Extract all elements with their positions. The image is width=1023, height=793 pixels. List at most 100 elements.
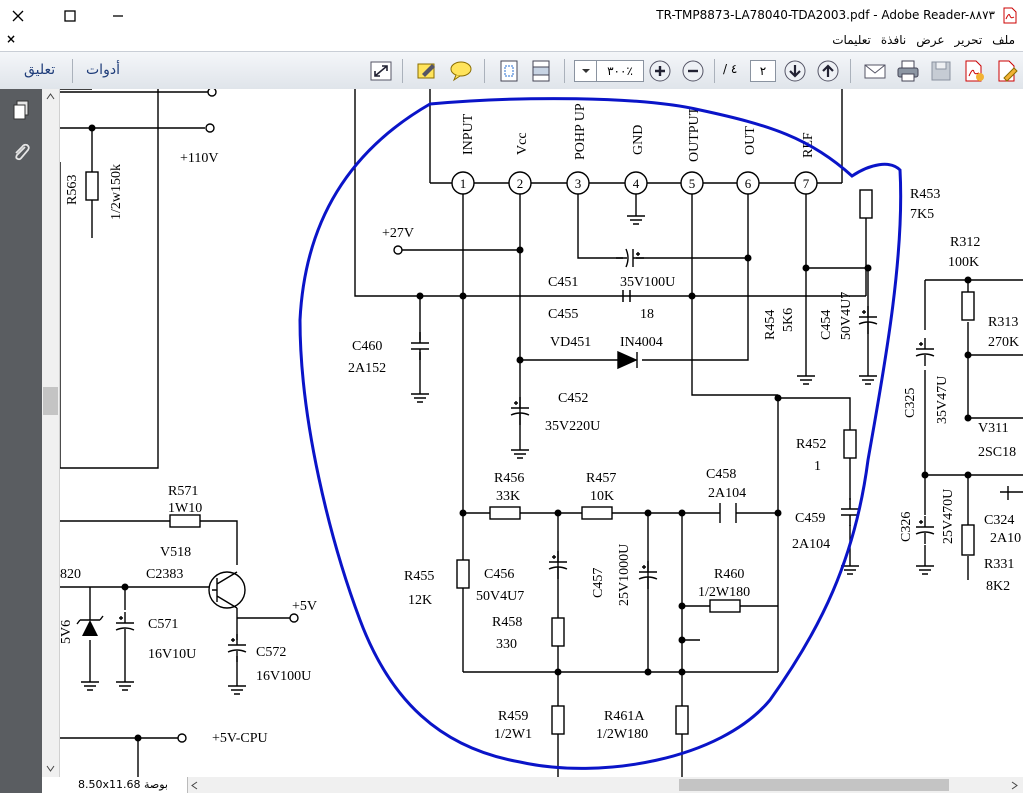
create-pdf-icon[interactable] xyxy=(961,58,987,84)
svg-text:R456: R456 xyxy=(494,471,524,486)
menu-help[interactable]: تعليمات xyxy=(832,33,871,47)
svg-text:INPUT: INPUT xyxy=(461,113,476,155)
fullscreen-icon[interactable] xyxy=(368,58,394,84)
svg-text:35V220U: 35V220U xyxy=(545,419,600,434)
svg-text:C2383: C2383 xyxy=(146,567,183,582)
svg-text:270K: 270K xyxy=(988,335,1019,350)
svg-text:5: 5 xyxy=(689,176,696,191)
svg-text:R452: R452 xyxy=(796,437,826,452)
svg-text:820: 820 xyxy=(60,567,81,582)
fit-width-icon[interactable] xyxy=(528,58,554,84)
svg-text:C451: C451 xyxy=(548,275,578,290)
svg-text:1/2w150k: 1/2w150k xyxy=(109,164,124,220)
svg-text:R571: R571 xyxy=(168,484,198,499)
svg-text:POHP UP: POHP UP xyxy=(573,103,588,160)
chevron-down-icon xyxy=(582,69,590,73)
sticky-note-icon[interactable] xyxy=(448,58,474,84)
scroll-up-icon[interactable] xyxy=(46,93,55,100)
maximize-window-icon[interactable] xyxy=(56,4,84,28)
svg-text:7K5: 7K5 xyxy=(910,207,934,222)
zoom-in-icon[interactable] xyxy=(647,58,673,84)
scroll-right-icon[interactable] xyxy=(1011,781,1018,790)
svg-text:R459: R459 xyxy=(498,709,528,724)
svg-text:2A104: 2A104 xyxy=(708,486,746,501)
horizontal-scrollbar[interactable] xyxy=(59,777,1023,793)
svg-text:C459: C459 xyxy=(795,511,825,526)
svg-text:35V100U: 35V100U xyxy=(620,275,675,290)
svg-text:R563: R563 xyxy=(65,175,80,205)
attachments-panel-icon[interactable] xyxy=(10,141,32,163)
svg-text:C452: C452 xyxy=(558,391,588,406)
svg-text:VD451: VD451 xyxy=(550,335,591,350)
menu-edit[interactable]: تحرير xyxy=(954,33,983,47)
print-icon[interactable] xyxy=(895,58,921,84)
menu-window[interactable]: نافذة xyxy=(880,33,907,47)
tools-button[interactable]: أدوات xyxy=(86,62,120,78)
previous-page-icon[interactable] xyxy=(815,58,841,84)
highlight-icon[interactable] xyxy=(414,58,440,84)
horizontal-scroll-thumb[interactable] xyxy=(679,779,949,791)
zener-diode xyxy=(82,620,98,636)
svg-text:R331: R331 xyxy=(984,557,1014,572)
vertical-scrollbar[interactable] xyxy=(42,89,60,777)
svg-text:R312: R312 xyxy=(950,235,980,250)
svg-text:18: 18 xyxy=(640,307,654,322)
svg-text:35V47U: 35V47U xyxy=(935,376,950,424)
minimize-window-icon[interactable] xyxy=(104,4,132,28)
svg-text:+5V-CPU: +5V-CPU xyxy=(212,731,268,746)
svg-text:R313: R313 xyxy=(988,315,1018,330)
component-labels: +110V R563 1/2w150k +27V C451 35V100U C4… xyxy=(60,151,1021,746)
menu-view[interactable]: عرض xyxy=(916,33,945,47)
svg-text:5K6: 5K6 xyxy=(781,308,796,332)
svg-text:Vcc: Vcc xyxy=(515,132,530,155)
svg-text:OUT: OUT xyxy=(743,126,758,155)
svg-text:R458: R458 xyxy=(492,615,522,630)
pdf-file-icon xyxy=(1003,7,1017,24)
svg-text:C454: C454 xyxy=(819,310,834,340)
email-icon[interactable] xyxy=(862,58,888,84)
svg-text:100K: 100K xyxy=(948,255,979,270)
zoom-dropdown[interactable] xyxy=(574,60,598,82)
svg-text:OUTPUT: OUTPUT xyxy=(687,106,702,162)
svg-text:R457: R457 xyxy=(586,471,616,486)
pages-panel-icon[interactable] xyxy=(10,99,32,121)
fit-page-icon[interactable] xyxy=(496,58,522,84)
svg-text:2: 2 xyxy=(517,176,524,191)
svg-text:7: 7 xyxy=(803,176,810,191)
page-number-input[interactable]: ٢ xyxy=(750,60,776,82)
svg-text:C456: C456 xyxy=(484,567,514,582)
svg-text:1/2W1: 1/2W1 xyxy=(494,727,532,742)
comment-button[interactable]: تعليق xyxy=(24,62,56,78)
zoom-input[interactable]: ٣٠٠٪ xyxy=(596,60,644,82)
svg-text:C571: C571 xyxy=(148,617,178,632)
zoom-out-icon[interactable] xyxy=(680,58,706,84)
svg-text:V311: V311 xyxy=(978,421,1009,436)
svg-text:2A104: 2A104 xyxy=(792,537,830,552)
close-window-icon[interactable] xyxy=(4,4,32,28)
svg-text:1: 1 xyxy=(814,459,821,474)
edit-pdf-icon[interactable] xyxy=(994,58,1020,84)
menu-close-button[interactable]: × xyxy=(6,32,17,46)
menu-file[interactable]: ملف xyxy=(992,33,1015,47)
toolbar: تعليق أدوات ٣٠٠٪ / ٤ ٢ xyxy=(0,51,1023,91)
svg-text:+27V: +27V xyxy=(382,226,414,241)
scroll-left-icon[interactable] xyxy=(191,781,198,790)
svg-text:50V4U7: 50V4U7 xyxy=(476,589,524,604)
ic-pin-2: 2 Vcc xyxy=(508,132,532,195)
title-bar: TR-TMP8873-LA78040-TDA2003.pdf - Adobe R… xyxy=(0,0,1023,32)
svg-text:C572: C572 xyxy=(256,645,286,660)
svg-text:IN4004: IN4004 xyxy=(620,335,663,350)
svg-text:R460: R460 xyxy=(714,567,744,582)
svg-text:+5V: +5V xyxy=(292,599,317,614)
svg-text:2A10: 2A10 xyxy=(990,531,1021,546)
svg-text:C455: C455 xyxy=(548,307,578,322)
svg-text:C460: C460 xyxy=(352,339,382,354)
save-icon[interactable] xyxy=(928,58,954,84)
next-page-icon[interactable] xyxy=(782,58,808,84)
scroll-down-icon[interactable] xyxy=(46,765,55,772)
vertical-scroll-thumb[interactable] xyxy=(43,387,58,415)
svg-text:16V10U: 16V10U xyxy=(148,647,196,662)
